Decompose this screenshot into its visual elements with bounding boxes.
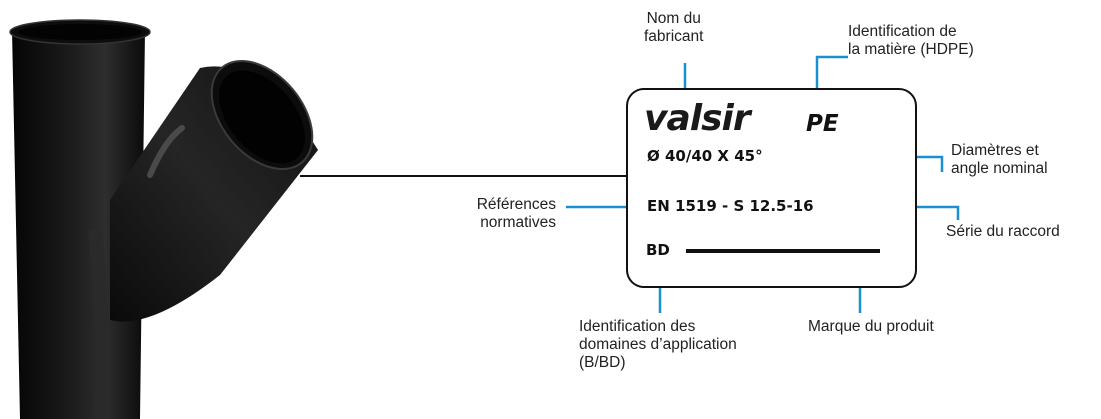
- application-code: BD: [646, 241, 670, 259]
- callout-material-id: Identification de la matière (HDPE): [848, 23, 974, 58]
- marking-label-plate: [626, 88, 917, 288]
- callout-diameters: Diamètres et angle nominal: [951, 142, 1048, 177]
- callout-application: Identification des domaines d’applicatio…: [579, 318, 737, 371]
- brand-logo: valsir: [644, 98, 751, 139]
- norm-series-text: EN 1519 - S 12.5-16: [647, 197, 814, 215]
- y-branch-pipe-fitting-icon: [9, 19, 318, 419]
- product-mark-line: [686, 249, 880, 253]
- diameters-angle-text: Ø 40/40 X 45°: [647, 147, 763, 165]
- callout-manufacturer: Nom du fabricant: [644, 10, 704, 45]
- material-code: PE: [806, 111, 839, 137]
- callout-product-mark: Marque du produit: [808, 318, 934, 335]
- callout-norms: Références normatives: [476, 196, 556, 231]
- callout-series: Série du raccord: [946, 223, 1060, 240]
